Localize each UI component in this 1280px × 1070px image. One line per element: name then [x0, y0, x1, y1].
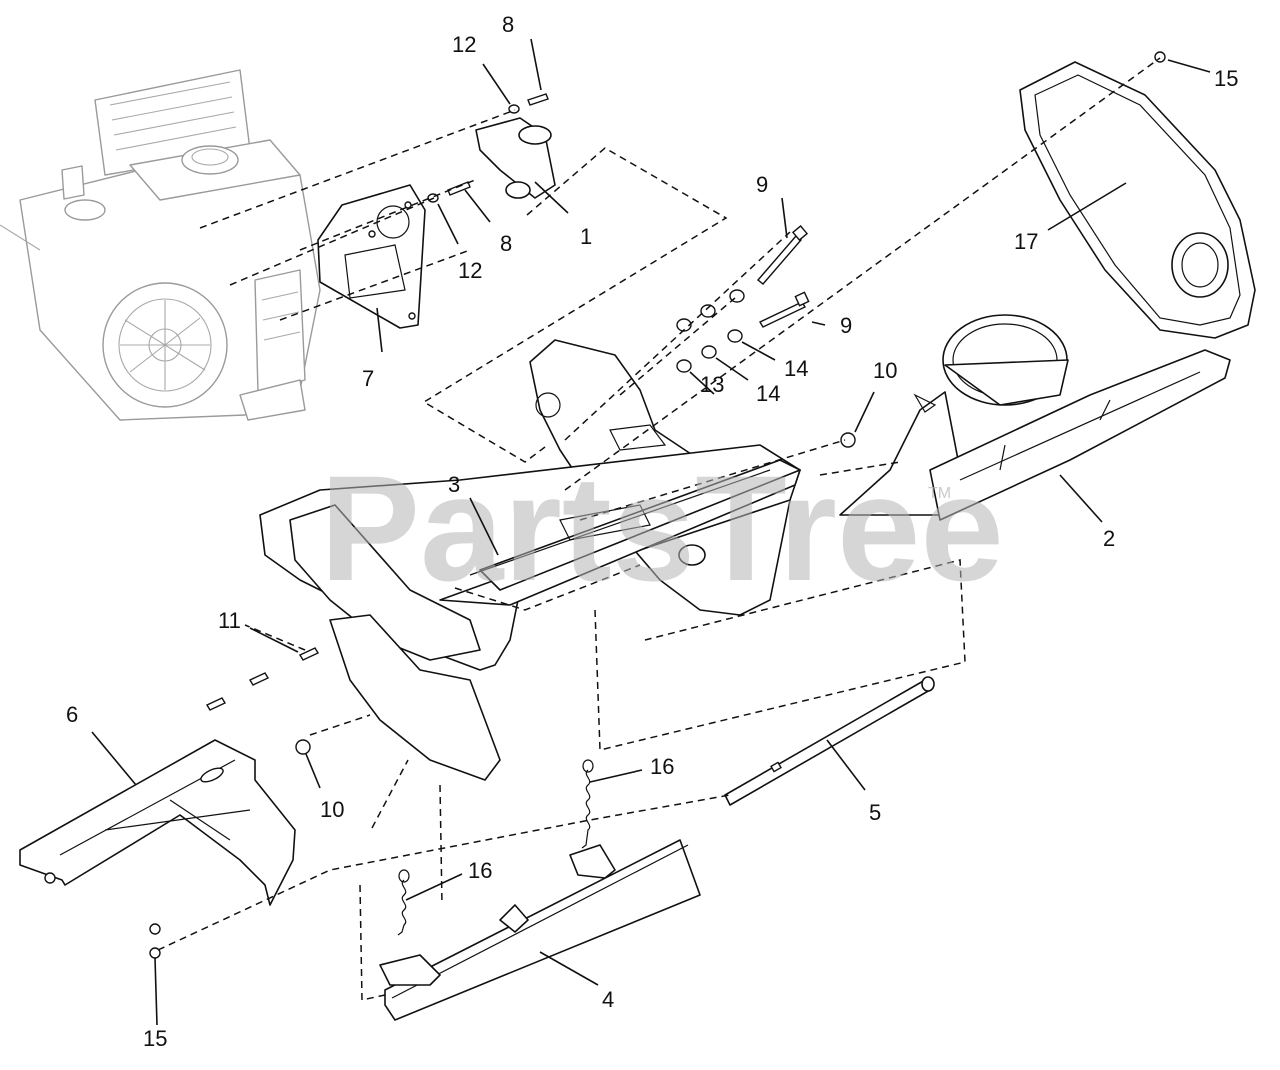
callout-8-mid: 8: [500, 231, 512, 256]
callout-14-upper: 14: [784, 356, 808, 381]
callout-15-bottom: 15: [143, 1026, 167, 1051]
part-16-springs: [397, 759, 594, 936]
part-1-bracket: [475, 117, 556, 199]
callout-11: 11: [218, 608, 241, 633]
callout-9-mid: 9: [840, 313, 852, 338]
callout-3: 3: [448, 472, 460, 497]
small-screws: [149, 51, 1166, 959]
callout-10-lower: 10: [320, 797, 344, 822]
callout-12-mid: 12: [458, 258, 482, 283]
callout-17: 17: [1014, 229, 1038, 254]
callout-7: 7: [362, 366, 374, 391]
dashed-assembly-lines: [157, 57, 1161, 1001]
part-9-bolts: [756, 224, 810, 328]
callout-16-upper: 16: [650, 754, 674, 779]
part-17-belt-cover: [1019, 61, 1256, 339]
washers-13-14: [676, 289, 745, 373]
watermark-trademark: TM: [928, 485, 951, 502]
part-3-housing: [259, 339, 801, 781]
callout-labels: 8 12 8 12 1 7 9 9 14 14 13 10 15 17 2 3 …: [66, 12, 1238, 1051]
callout-5: 5: [869, 800, 881, 825]
callout-14-lower: 14: [756, 381, 780, 406]
engine-illustration: [0, 69, 321, 421]
callout-12-top: 12: [452, 32, 476, 57]
callout-6: 6: [66, 702, 78, 727]
leader-lines: [91, 38, 1211, 1026]
part-2-chute-base: [839, 314, 1231, 521]
part-4-shave-plate: [379, 839, 701, 1021]
callout-10-upper: 10: [873, 358, 897, 383]
callout-4: 4: [602, 987, 614, 1012]
callout-2: 2: [1103, 526, 1115, 551]
callout-9-top: 9: [756, 172, 768, 197]
part-5-shaft: [724, 676, 935, 806]
watermark: PartsTree: [320, 444, 1004, 612]
callout-13: 13: [700, 372, 724, 397]
part-6-frame-bracket: [19, 739, 296, 906]
callout-8-top: 8: [502, 12, 514, 37]
part-7-gasket-plate: [317, 184, 426, 329]
callout-15-top: 15: [1214, 66, 1238, 91]
callout-16-lower: 16: [468, 858, 492, 883]
callout-1: 1: [580, 224, 592, 249]
